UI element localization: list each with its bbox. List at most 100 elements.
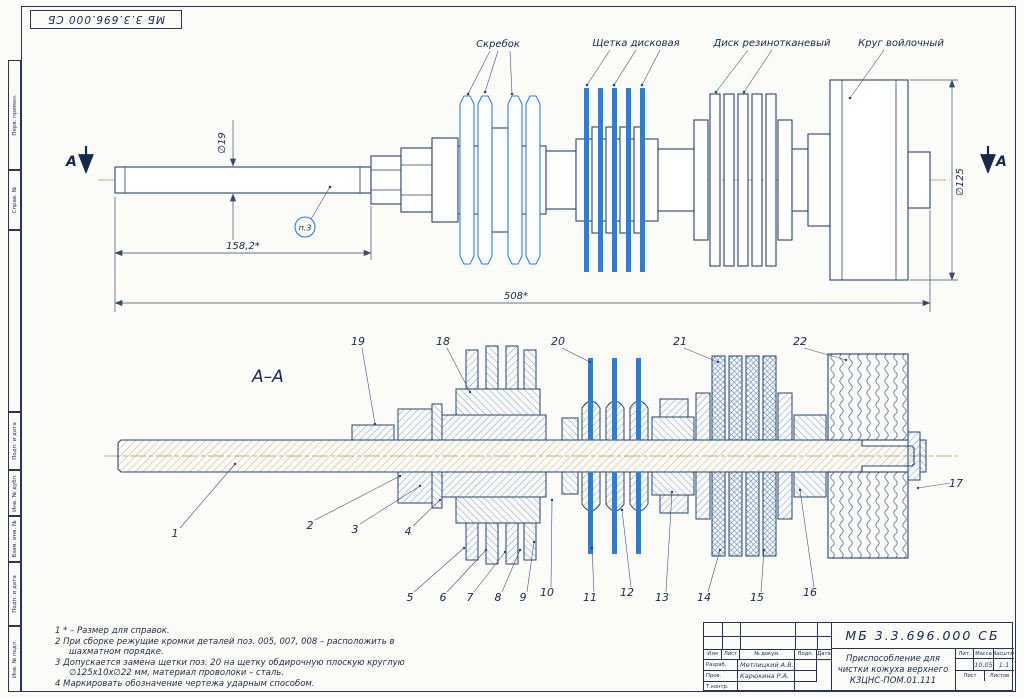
- titleblock-doc-number: МБ 3.3.696.000 СБ: [831, 623, 1014, 649]
- note-line: 3 Допускается замена щетки поз. 20 на ще…: [55, 657, 405, 668]
- callout-10: 10: [540, 586, 554, 599]
- tb-role-prov: Пров.: [704, 671, 738, 682]
- tb-col-docum: № докум.: [740, 649, 795, 660]
- tb-col-podp: Подп.: [795, 649, 817, 660]
- shaft-outline: [114, 137, 459, 223]
- callout-12: 12: [620, 586, 634, 599]
- assembly-view: Скребок Щетка дисковая Диск резинотканев…: [65, 38, 1007, 312]
- callout-14: 14: [697, 591, 711, 604]
- tb-scale-value: 1:1: [994, 659, 1014, 671]
- svg-text:158,2*: 158,2*: [226, 241, 260, 252]
- svg-text:∅125: ∅125: [955, 168, 966, 196]
- tb-mass-value: 10,05: [974, 659, 994, 671]
- section-view: А–А: [104, 335, 963, 604]
- callout-20: 20: [551, 335, 565, 348]
- tb-mass-label: Масса: [974, 649, 994, 659]
- tb-scale-label: Масштаб: [994, 649, 1014, 659]
- brush-section: [561, 358, 695, 554]
- frame-cell-sprav-no: Справ. №: [8, 170, 21, 230]
- callout-9: 9: [520, 591, 527, 604]
- felt-section: [827, 353, 927, 559]
- svg-text:∅19: ∅19: [217, 132, 228, 153]
- note-line: ∅125х10х∅22 мм, материал проволоки – ста…: [69, 668, 285, 679]
- callout-4: 4: [405, 525, 412, 538]
- svg-text:А: А: [65, 154, 77, 170]
- note-line: шахматном порядке.: [69, 647, 164, 658]
- note-line: 1 * – Размер для справок.: [55, 626, 170, 636]
- frame-cell-inv-dubl: Инв. № дубл.: [8, 470, 21, 516]
- leader-disc-brush: [586, 49, 661, 86]
- tb-title: Приспособление для чистки кожуха верхнег…: [831, 649, 956, 692]
- callout-19: 19: [351, 335, 365, 348]
- tb-col-list: Лист: [722, 649, 740, 660]
- dimension-d19: ∅19: [217, 120, 237, 240]
- tb-sheets-label: Листов: [989, 673, 1010, 679]
- section-marker-right: А: [980, 146, 1007, 174]
- leader-felt-wheel: [849, 49, 885, 99]
- dimension-508: 508*: [114, 210, 931, 312]
- callout-16: 16: [803, 586, 817, 599]
- callout-21: 21: [673, 335, 687, 348]
- svg-text:508*: 508*: [504, 291, 528, 302]
- tb-role-tkontr: Т.контр.: [704, 682, 738, 692]
- dimension-158: 158,2*: [114, 197, 372, 312]
- callout-22: 22: [793, 335, 807, 348]
- rubber-disc-section: [695, 355, 827, 557]
- callout-11: 11: [583, 591, 597, 604]
- washer-upper: [431, 403, 443, 441]
- section-title: А–А: [251, 367, 284, 387]
- label-scraper: Скребок: [476, 38, 520, 50]
- tb-lit-label: Лит.: [956, 649, 974, 659]
- callout-6: 6: [440, 591, 447, 604]
- svg-text:А: А: [995, 154, 1007, 170]
- frame-cell-podp-data-2: Подп. и дата: [8, 562, 21, 626]
- leader-scraper: [467, 50, 513, 95]
- shaft-section: [117, 439, 915, 473]
- callout-18: 18: [436, 335, 450, 348]
- callout-numbers: 19 18 20 21 22 1 2 3 4 5 6 7 8 9 10 11 1…: [172, 335, 964, 604]
- callout-3: 3: [352, 523, 359, 536]
- tb-role-razrab: Разраб.: [704, 660, 738, 671]
- dimension-d125: ∅125: [910, 79, 966, 281]
- note-line: 4 Маркировать обозначение чертежа ударны…: [55, 678, 315, 689]
- technical-notes: 1 * – Размер для справок. 2 При сборке р…: [55, 626, 405, 690]
- label-disc-brush: Щетка дисковая: [592, 38, 679, 49]
- nut-upper: [397, 408, 433, 441]
- felt-wheel: [791, 79, 931, 281]
- frame-cell-blank: [8, 230, 21, 412]
- svg-text:п.3: п.3: [299, 224, 312, 233]
- leader-rubber-disc: [715, 49, 773, 93]
- label-felt-wheel: Круг войлочный: [858, 38, 944, 49]
- note-line: 2 При сборке режущие кромки деталей поз.…: [55, 636, 395, 647]
- callout-5: 5: [407, 591, 414, 604]
- title-block: МБ 3.3.696.000 СБ Изм Лист № докум. Подп…: [703, 622, 1014, 692]
- callout-7: 7: [467, 591, 474, 604]
- scraper-assembly: [457, 95, 547, 265]
- callout-8: 8: [495, 591, 502, 604]
- callout-1: 1: [172, 527, 179, 540]
- frame-cell-perv-primen: Перв. примен.: [8, 60, 21, 170]
- section-marker-left: А: [65, 146, 94, 174]
- tb-col-data: Дата: [817, 649, 831, 660]
- callout-leaders: [179, 347, 951, 593]
- label-rubber-disc: Диск резинотканевый: [713, 38, 831, 49]
- tb-sheet-label: Лист: [956, 671, 985, 681]
- frame-cell-podp-data-1: Подп. и дата: [8, 412, 21, 470]
- nut-lower: [397, 471, 433, 504]
- callout-17: 17: [949, 477, 963, 490]
- frame-cell-vzam-inv: Взам. инв. №: [8, 516, 21, 562]
- callout-2: 2: [307, 519, 314, 532]
- tb-name-razrab: Метлицкий А.В.: [738, 660, 795, 671]
- tb-col-izm: Изм: [704, 649, 722, 660]
- frame-cell-inv-podl: Инв. № подл.: [8, 626, 21, 692]
- tb-name-prov: Карюкина Р.А.: [738, 671, 795, 682]
- tb-name-tkontr: [738, 682, 795, 692]
- disc-brush-assembly: [545, 88, 659, 272]
- key-section: [351, 424, 395, 441]
- position-note: п.3: [294, 185, 332, 238]
- rubber-disc-assembly: [657, 93, 793, 267]
- callout-13: 13: [655, 591, 669, 604]
- callout-15: 15: [750, 591, 764, 604]
